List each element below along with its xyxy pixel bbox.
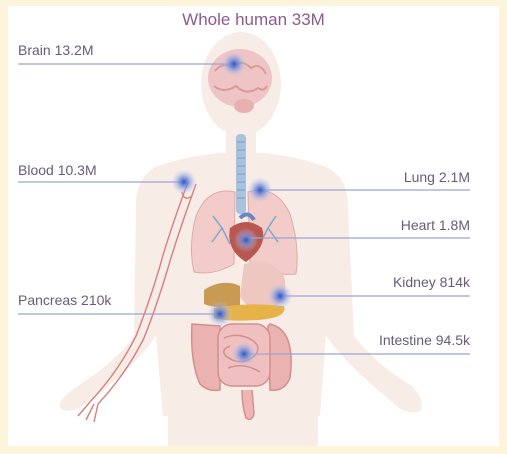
diagram-frame: Whole human 33M Brain 13.2M Blood 10.3M … bbox=[8, 6, 499, 446]
intestine-marker bbox=[231, 341, 257, 367]
intestine-label: Intestine 94.5k bbox=[379, 332, 470, 348]
blood-marker bbox=[171, 169, 197, 195]
pancreas-marker bbox=[207, 301, 233, 327]
brain-label: Brain 13.2M bbox=[18, 42, 93, 58]
lung-marker bbox=[247, 177, 273, 203]
heart-marker bbox=[234, 228, 258, 252]
kidney-marker bbox=[267, 283, 293, 309]
diagram-title: Whole human 33M bbox=[8, 10, 499, 30]
brain-marker bbox=[221, 51, 247, 77]
pancreas-label: Pancreas 210k bbox=[18, 292, 111, 308]
blood-label: Blood 10.3M bbox=[18, 162, 97, 178]
trachea bbox=[236, 134, 246, 214]
kidney-label: Kidney 814k bbox=[393, 274, 470, 290]
lung-label: Lung 2.1M bbox=[404, 169, 470, 185]
heart-label: Heart 1.8M bbox=[401, 217, 470, 233]
